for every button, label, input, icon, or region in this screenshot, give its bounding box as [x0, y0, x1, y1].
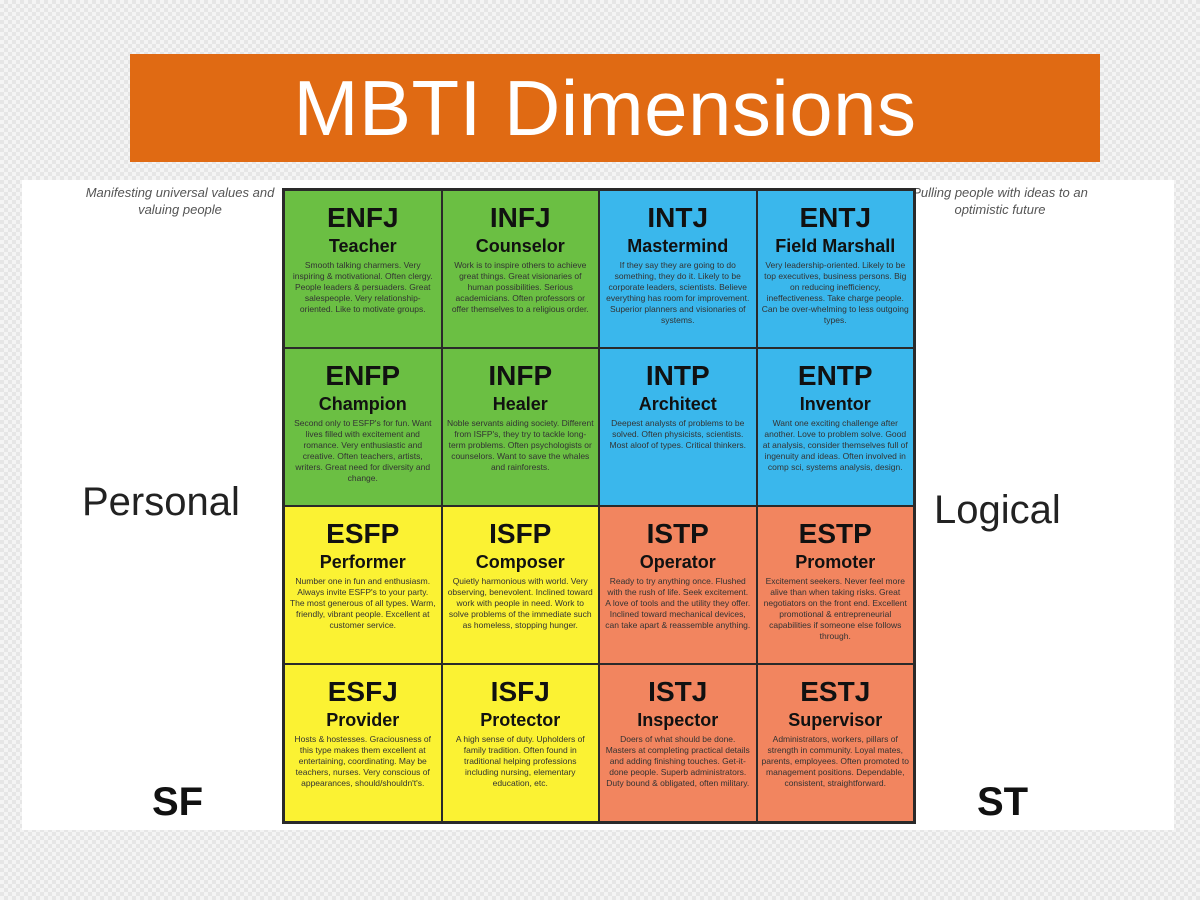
type-cell: ISFP Composer Quietly harmonious with wo… [441, 506, 599, 664]
type-description: Very leadership-oriented. Likely to be t… [761, 260, 909, 325]
type-role: Protector [480, 710, 561, 730]
type-role: Counselor [475, 236, 565, 256]
type-description: Work is to inspire others to achieve gre… [451, 260, 589, 314]
type-code: ENFP [325, 360, 401, 391]
mbti-panel: Manifesting universal values and valuing… [22, 180, 1174, 830]
type-description: Smooth talking charmers. Very inspiring … [292, 260, 433, 314]
type-cell: ISFJ Protector A high sense of duty. Uph… [441, 664, 599, 822]
type-code: ESTP [798, 518, 872, 549]
type-role: Promoter [795, 552, 876, 572]
corner-code-st: ST [977, 780, 1029, 824]
type-role: Provider [326, 710, 400, 730]
type-description: Quietly harmonious with world. Very obse… [447, 576, 593, 630]
type-cell: INFJ Counselor Work is to inspire others… [441, 190, 599, 348]
type-code: ENTP [797, 360, 873, 391]
type-description: Ready to try anything once. Flushed with… [605, 576, 751, 630]
type-role: Operator [639, 552, 716, 572]
type-cell: ISTJ Inspector Doers of what should be d… [599, 664, 757, 822]
type-cell: ENTJ Field Marshall Very leadership-orie… [756, 190, 914, 348]
type-role: Inspector [637, 710, 719, 730]
type-cell: ESFJ Provider Hosts & hostesses. Graciou… [284, 664, 442, 822]
type-role: Inventor [799, 394, 871, 414]
type-description: Number one in fun and enthusiasm. Always… [289, 576, 436, 630]
type-role: Architect [638, 394, 717, 414]
type-role: Mastermind [627, 236, 729, 256]
type-description: A high sense of duty. Upholders of famil… [455, 734, 585, 788]
type-code: ESFJ [327, 676, 398, 707]
corner-note-left: Manifesting universal values and valuing… [85, 185, 275, 217]
type-cell: INTJ Mastermind If they say they are goi… [599, 190, 757, 348]
type-cell: ENFJ Teacher Smooth talking charmers. Ve… [284, 190, 442, 348]
type-code: ENTJ [799, 202, 872, 233]
type-role: Supervisor [788, 710, 883, 730]
type-role: Champion [318, 394, 407, 414]
type-description: Deepest analysts of problems to be solve… [609, 418, 747, 450]
type-description: Noble servants aiding society. Different… [446, 418, 594, 472]
type-code: INFP [488, 360, 553, 391]
type-cell: ENTP Inventor Want one exciting challeng… [756, 348, 914, 506]
type-description: Hosts & hostesses. Graciousness of this … [294, 734, 432, 788]
corner-note-right: Pulling people with ideas to an optimist… [912, 185, 1088, 217]
page-title: MBTI Dimensions [293, 63, 917, 152]
type-role: Teacher [328, 236, 397, 256]
type-description: Want one exciting challenge after anothe… [762, 418, 908, 472]
title-bar: MBTI Dimensions [130, 54, 1100, 162]
type-cell: ENFP Champion Second only to ESFP's for … [284, 348, 442, 506]
type-code: INFJ [489, 202, 551, 233]
type-role: Healer [492, 394, 548, 414]
type-code: ISTP [646, 518, 709, 549]
type-code: ISFJ [490, 676, 550, 707]
type-description: Excitement seekers. Never feel more aliv… [763, 576, 907, 641]
type-cell: INFP Healer Noble servants aiding societ… [441, 348, 599, 506]
type-role: Performer [319, 552, 406, 572]
type-description: Doers of what should be done. Masters at… [605, 734, 750, 788]
type-description: Second only to ESFP's for fun. Want live… [294, 418, 432, 483]
type-description: Administrators, workers, pillars of stre… [761, 734, 909, 788]
type-code: ISFP [489, 518, 552, 549]
type-code: INTJ [647, 202, 709, 233]
type-code: ISTJ [648, 676, 708, 707]
type-cell: INTP Architect Deepest analysts of probl… [599, 348, 757, 506]
type-role: Field Marshall [775, 236, 896, 256]
type-cell: ISTP Operator Ready to try anything once… [599, 506, 757, 664]
type-cell: ESFP Performer Number one in fun and ent… [284, 506, 442, 664]
corner-code-sf: SF [152, 780, 204, 824]
side-label-logical: Logical [934, 488, 1061, 532]
type-role: Composer [475, 552, 565, 572]
type-cell: ESTP Promoter Excitement seekers. Never … [756, 506, 914, 664]
type-code: INTP [645, 360, 710, 391]
side-label-personal: Personal [82, 480, 240, 524]
type-code: ESFP [326, 518, 400, 549]
type-cell: ESTJ Supervisor Administrators, workers,… [756, 664, 914, 822]
mbti-grid: ENFJ Teacher Smooth talking charmers. Ve… [282, 188, 916, 824]
type-code: ESTJ [800, 676, 871, 707]
type-code: ENFJ [326, 202, 399, 233]
type-description: If they say they are going to do somethi… [606, 260, 750, 325]
